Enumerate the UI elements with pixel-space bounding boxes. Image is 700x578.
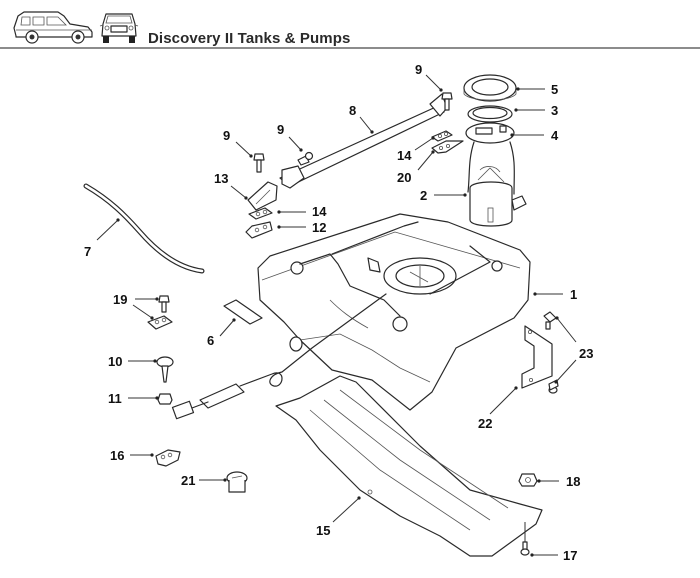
- part-fuel-pump-2[interactable]: [467, 141, 527, 227]
- callout-7[interactable]: 7: [84, 218, 120, 259]
- part-locking-ring-3[interactable]: [467, 105, 513, 123]
- part-vent-pipe[interactable]: [171, 293, 387, 420]
- part-plate-12[interactable]: [245, 221, 273, 239]
- callout-label: 23: [579, 346, 593, 361]
- vehicle-front-view-icon: [99, 13, 139, 43]
- part-bolt-17[interactable]: [520, 522, 530, 556]
- page-title: Discovery II Tanks & Pumps: [148, 30, 351, 47]
- part-bracket-13[interactable]: [247, 181, 278, 211]
- callout-9-left[interactable]: 9: [223, 128, 253, 158]
- part-tank-guard-15[interactable]: [275, 375, 543, 557]
- callout-8[interactable]: 8: [349, 103, 374, 134]
- part-plate-20[interactable]: [431, 140, 464, 154]
- callout-label: 9: [415, 62, 422, 77]
- part-plate-14-left[interactable]: [248, 207, 273, 220]
- part-grommet-21[interactable]: [226, 471, 248, 493]
- callout-label: 7: [84, 244, 91, 259]
- part-nut-11[interactable]: [157, 393, 173, 405]
- callout-label: 1: [570, 287, 577, 302]
- callout-label: 22: [478, 416, 492, 431]
- callout-label: 20: [397, 170, 411, 185]
- callout-label: 14: [312, 204, 327, 219]
- callout-14-left[interactable]: 14: [277, 204, 327, 219]
- callout-label: 12: [312, 220, 326, 235]
- callout-4[interactable]: 4: [510, 128, 559, 143]
- callout-label: 4: [551, 128, 559, 143]
- part-bolt-23-upper[interactable]: [543, 311, 557, 330]
- header-divider: [0, 47, 700, 49]
- part-breather-hose[interactable]: [83, 183, 205, 274]
- callout-label: 15: [316, 523, 330, 538]
- part-nut-18[interactable]: [518, 473, 538, 487]
- callout-label: 14: [397, 148, 412, 163]
- callout-13[interactable]: 13: [214, 171, 248, 200]
- callout-3[interactable]: 3: [514, 103, 558, 118]
- callout-label: 3: [551, 103, 558, 118]
- part-pad-6[interactable]: [223, 299, 263, 325]
- callout-19[interactable]: 19: [113, 292, 159, 320]
- callout-label: 17: [563, 548, 577, 563]
- callout-label: 2: [420, 188, 427, 203]
- part-bolt-plate-19[interactable]: [147, 295, 173, 330]
- callout-label: 21: [181, 473, 195, 488]
- callout-5[interactable]: 5: [516, 82, 558, 97]
- callout-label: 5: [551, 82, 558, 97]
- callout-label: 6: [207, 333, 214, 348]
- part-tank-strap[interactable]: [279, 93, 448, 189]
- callout-label: 10: [108, 354, 122, 369]
- callout-20[interactable]: 20: [397, 150, 435, 185]
- callout-16[interactable]: 16: [110, 448, 154, 463]
- callout-23[interactable]: 23: [554, 316, 593, 384]
- callout-14-right[interactable]: 14: [397, 136, 435, 163]
- part-clip-16[interactable]: [155, 449, 181, 467]
- callout-11[interactable]: 11: [108, 391, 159, 406]
- callout-label: 8: [349, 103, 356, 118]
- vehicle-side-view-icon: [13, 11, 93, 44]
- callout-label: 18: [566, 474, 580, 489]
- part-fuel-tank-1[interactable]: [257, 213, 531, 411]
- callout-18[interactable]: 18: [537, 474, 580, 489]
- callout-17[interactable]: 17: [530, 548, 577, 563]
- callout-9-middle[interactable]: 9: [277, 122, 303, 152]
- callout-12[interactable]: 12: [277, 220, 326, 235]
- callout-2[interactable]: 2: [420, 188, 467, 203]
- part-bolt-9c[interactable]: [441, 92, 453, 111]
- part-bolt-9a[interactable]: [253, 153, 265, 173]
- callout-label: 13: [214, 171, 228, 186]
- part-bracket-22[interactable]: [521, 325, 553, 389]
- page-header: Discovery II Tanks & Pumps: [0, 0, 700, 50]
- callout-10[interactable]: 10: [108, 354, 157, 369]
- callout-9-right[interactable]: 9: [415, 62, 443, 92]
- callout-label: 9: [223, 128, 230, 143]
- callout-21[interactable]: 21: [181, 473, 227, 488]
- callout-label: 16: [110, 448, 124, 463]
- part-seal-ring-5[interactable]: [463, 74, 517, 102]
- part-plate-14-right[interactable]: [431, 130, 453, 142]
- part-screw-10[interactable]: [156, 356, 174, 383]
- callout-1[interactable]: 1: [533, 287, 577, 302]
- callout-label: 9: [277, 122, 284, 137]
- callout-6[interactable]: 6: [207, 318, 236, 348]
- callout-label: 11: [108, 391, 122, 406]
- callout-22[interactable]: 22: [478, 386, 518, 431]
- callout-label: 19: [113, 292, 127, 307]
- part-bolt-9b[interactable]: [297, 151, 314, 166]
- callout-15[interactable]: 15: [316, 496, 361, 538]
- part-pump-flange-4[interactable]: [465, 122, 515, 144]
